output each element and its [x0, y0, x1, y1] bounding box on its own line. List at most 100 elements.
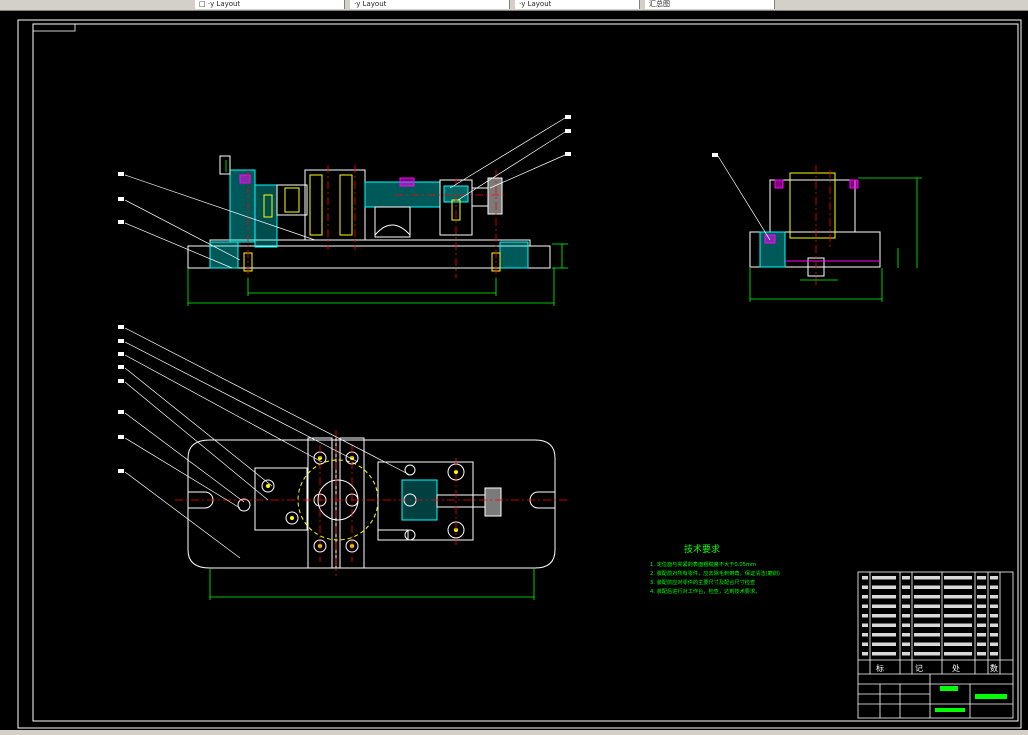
top-balloons	[118, 325, 124, 473]
title-block-row-text	[914, 614, 940, 618]
title-block-row-text	[944, 585, 972, 589]
title-block-row-text	[902, 652, 910, 656]
title-block-row-text	[862, 595, 868, 599]
title-block-row-text	[872, 623, 896, 627]
title-block-row-text	[944, 576, 972, 580]
tech-req-line-2: 2. 装配前对所有零件，应去除毛刺倒角，保证清洁(磨削)	[650, 569, 780, 577]
title-block-row-text	[902, 595, 910, 599]
title-block-row-text	[990, 576, 998, 580]
layout-tab-4[interactable]: 汇总图	[645, 0, 775, 9]
front-leaders	[124, 117, 566, 269]
title-block-row-text	[902, 642, 910, 646]
title-block-row-text	[944, 595, 972, 599]
base-plate	[187, 245, 551, 269]
top-dimensions	[209, 568, 535, 600]
title-block-row-text	[990, 652, 998, 656]
title-block-row-text	[944, 633, 972, 637]
title-block	[857, 571, 1014, 719]
frame-tag	[32, 23, 76, 32]
title-block-row-text	[944, 642, 972, 646]
title-block-row-text	[872, 642, 896, 646]
title-block-row-text	[862, 604, 868, 608]
title-block-row-text	[914, 595, 940, 599]
title-block-row-text	[944, 623, 972, 627]
tech-req-line-4: 4. 装配后进行对工作台，检查，达到技术要求。	[650, 587, 760, 595]
title-block-row-text	[902, 604, 910, 608]
title-block-row-text	[977, 576, 986, 580]
title-block-row-text	[944, 614, 972, 618]
top-view	[187, 437, 556, 569]
title-block-row-text	[944, 604, 972, 608]
title-block-row-text	[872, 652, 896, 656]
drawing-frame	[32, 23, 1019, 722]
title-block-row-text	[977, 604, 986, 608]
tech-req-line-3: 3. 装配前应对零件的主要尺寸及配合尺寸检查	[650, 578, 755, 586]
title-block-row-text	[872, 633, 896, 637]
title-block-row-text	[872, 614, 896, 618]
title-block-row-text	[872, 604, 896, 608]
front-balloons	[118, 115, 571, 224]
title-block-row-text	[862, 623, 868, 627]
title-block-row-text	[914, 642, 940, 646]
tb-header-4: 数	[990, 663, 998, 673]
title-block-row-text	[902, 585, 910, 589]
tech-req-line-1: 1. 定位面与夹紧的表面粗糙度不大于0.05mm	[650, 560, 756, 568]
title-block-row-text	[862, 642, 868, 646]
layout-tab-1[interactable]: □ ·y Layout	[195, 0, 345, 9]
title-block-row-text	[914, 585, 940, 589]
title-block-row-text	[872, 585, 896, 589]
title-block-row-text	[862, 585, 868, 589]
title-block-row-text	[990, 604, 998, 608]
title-block-row-text	[902, 576, 910, 580]
cad-model-space[interactable]: 技术要求 1. 定位面与夹紧的表面粗糙度不大于0.05mm 2. 装配前对所有零…	[0, 10, 1028, 730]
title-block-row-text	[977, 595, 986, 599]
title-block-row-text	[990, 595, 998, 599]
title-block-row-text	[862, 576, 868, 580]
title-block-row-text	[902, 623, 910, 627]
title-block-row-text	[902, 633, 910, 637]
title-block-green-mark-3	[935, 708, 965, 712]
layout-tab-3[interactable]: ·y Layout	[515, 0, 640, 9]
top-centerlines	[175, 430, 568, 576]
title-block-row-text	[862, 652, 868, 656]
title-block-row-text	[872, 595, 896, 599]
title-block-headers: 标 记 处 数	[876, 663, 998, 673]
top-leaders	[124, 327, 411, 559]
title-block-row-text	[990, 642, 998, 646]
title-block-row-text	[902, 614, 910, 618]
title-block-row-text	[914, 604, 940, 608]
layout-tab-2[interactable]: ·y Layout	[350, 0, 510, 9]
title-block-row-text	[990, 633, 998, 637]
title-block-row-text	[990, 585, 998, 589]
front-view	[187, 155, 551, 272]
title-block-row-text	[914, 633, 940, 637]
front-centerlines	[247, 165, 505, 278]
tech-requirements-title: 技术要求	[684, 543, 720, 555]
tb-header-1: 标	[876, 663, 884, 673]
title-block-row-text	[862, 614, 868, 618]
title-block-row-text	[872, 576, 896, 580]
title-block-row-text	[914, 623, 940, 627]
layout-tab-strip: □ ·y Layout ·y Layout ·y Layout 汇总图	[0, 0, 1028, 11]
title-block-row-text	[914, 652, 940, 656]
tb-header-3: 处	[952, 663, 960, 673]
title-block-row-text	[990, 623, 998, 627]
title-block-row-text	[977, 633, 986, 637]
status-strip	[0, 730, 1028, 735]
tech-requirements: 技术要求 1. 定位面与夹紧的表面粗糙度不大于0.05mm 2. 装配前对所有零…	[650, 543, 780, 595]
title-block-row-text	[977, 623, 986, 627]
side-leader	[717, 155, 771, 241]
title-block-row-text	[914, 576, 940, 580]
front-dimensions	[187, 160, 568, 306]
title-block-row-text	[977, 652, 986, 656]
title-block-row-text	[977, 585, 986, 589]
side-centerlines	[815, 165, 831, 285]
title-block-row-text	[944, 652, 972, 656]
title-block-row-text	[990, 614, 998, 618]
side-view	[749, 172, 881, 277]
side-dimensions	[749, 177, 922, 302]
title-block-rows	[862, 576, 998, 656]
side-balloon	[712, 153, 718, 157]
title-block-green-mark-1	[940, 686, 958, 691]
outer-border	[17, 19, 1022, 729]
